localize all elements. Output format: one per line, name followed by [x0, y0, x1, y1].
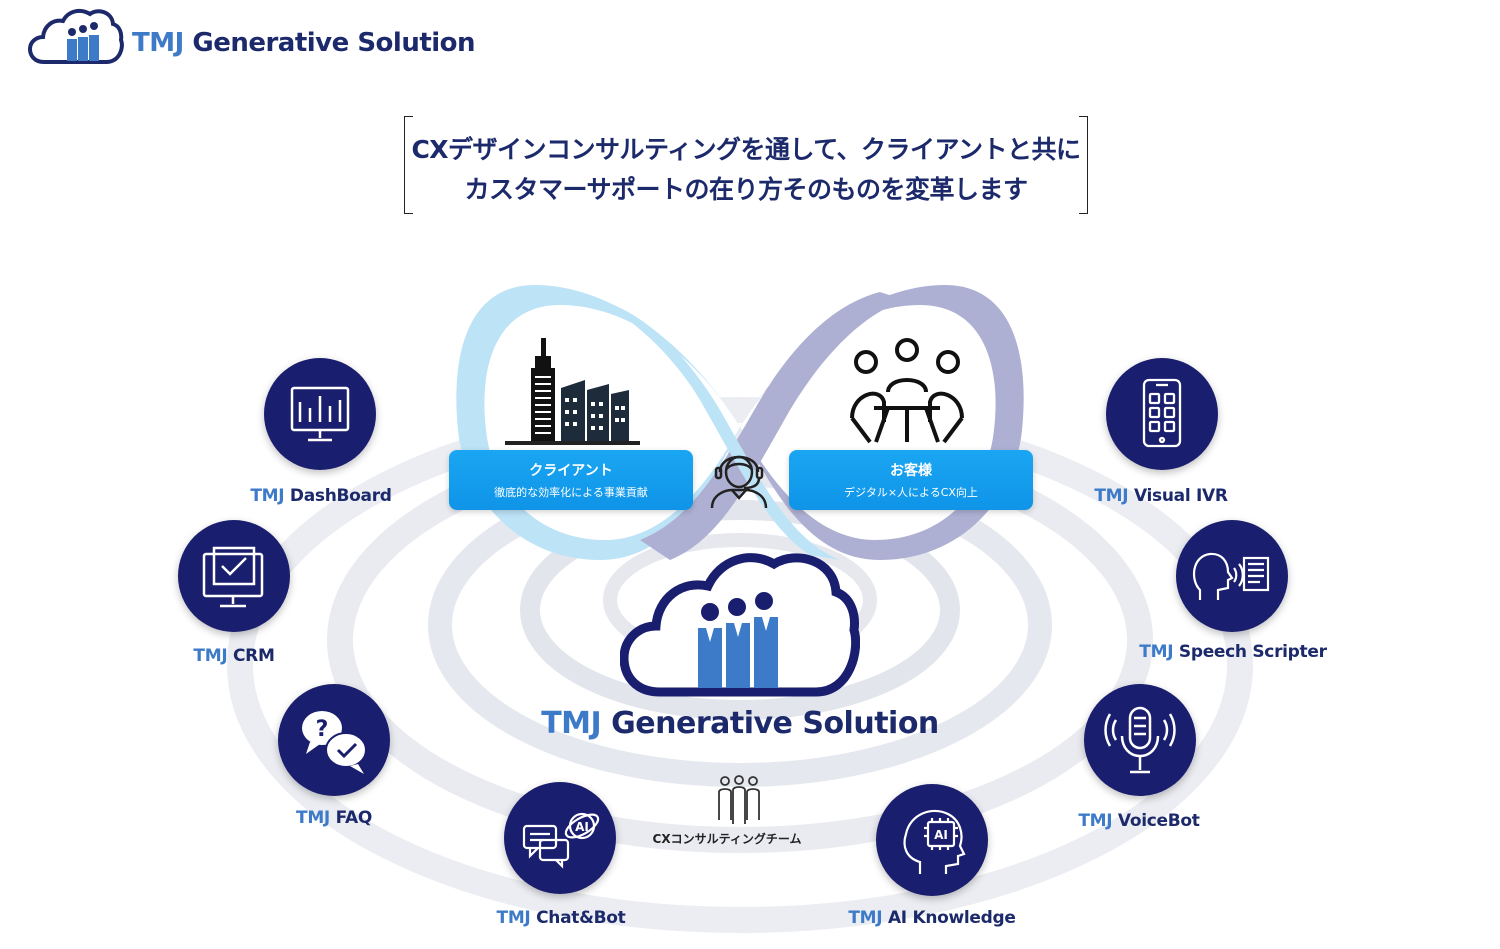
bracket-left [404, 116, 413, 214]
product-voicebot-tmj: TMJ [1078, 811, 1113, 831]
product-dashboard-label: TMJ DashBoard [250, 486, 392, 506]
buildings-icon [505, 338, 640, 445]
headline-line-1: CXデザインコンサルティングを通して、クライアントと共に [411, 135, 1081, 164]
product-faq-name: FAQ [335, 808, 373, 828]
svg-text:AI: AI [575, 820, 589, 834]
svg-text:?: ? [316, 717, 329, 742]
product-visual-ivr[interactable] [1106, 358, 1218, 470]
operator-headset-icon [710, 455, 768, 509]
headline: CXデザインコンサルティングを通して、クライアントと共に カスタマーサポートの在… [404, 116, 1088, 216]
product-dashboard-name: DashBoard [289, 486, 392, 506]
product-visual-ivr-name: Visual IVR [1133, 486, 1228, 506]
crm-monitor-check-icon [202, 546, 264, 608]
product-ai-knowledge[interactable]: AI [876, 784, 988, 896]
chat-ai-icon: AI [522, 812, 600, 869]
center-cloud-logo-icon [620, 553, 860, 697]
product-ai-knowledge-name: AI Knowledge [887, 908, 1016, 928]
product-speech-scripter-label: TMJ Speech Scripter [1139, 642, 1327, 662]
center-brand-rest: Generative Solution [611, 706, 939, 741]
smartphone-grid-icon [1142, 378, 1182, 448]
customer-box: お客様 デジタル×人によるCX向上 [789, 450, 1033, 510]
client-box: クライアント 徹底的な効率化による事業貢献 [449, 450, 693, 510]
client-box-subtitle: 徹底的な効率化による事業貢献 [494, 486, 648, 499]
brand-rest: Generative Solution [192, 28, 476, 58]
brand-tmj: TMJ [132, 28, 184, 58]
client-box-title: クライアント [529, 463, 613, 479]
product-speech-scripter-tmj: TMJ [1139, 642, 1174, 662]
dashboard-monitor-icon [290, 386, 350, 442]
product-dashboard-tmj: TMJ [250, 486, 285, 506]
product-voicebot[interactable] [1084, 684, 1196, 796]
microphone-icon [1104, 706, 1176, 774]
product-faq[interactable]: ? [278, 684, 390, 796]
product-voicebot-name: VoiceBot [1117, 811, 1200, 831]
product-visual-ivr-tmj: TMJ [1094, 486, 1129, 506]
product-crm-tmj: TMJ [193, 646, 228, 666]
product-chatbot-name: Chat&Bot [536, 908, 626, 928]
consulting-team-icon [718, 775, 760, 824]
product-dashboard[interactable] [264, 358, 376, 470]
customer-box-subtitle: デジタル×人によるCX向上 [844, 486, 978, 499]
product-voicebot-label: TMJ VoiceBot [1078, 811, 1200, 831]
bracket-right [1079, 116, 1088, 214]
header-brand-name: TMJ Generative Solution [132, 28, 476, 58]
ai-head-chip-icon: AI [903, 809, 966, 874]
speech-script-icon [1192, 552, 1270, 600]
product-speech-scripter[interactable] [1176, 520, 1288, 632]
product-ai-knowledge-label: TMJ AI Knowledge [848, 908, 1016, 928]
team-label: CXコンサルティングチーム [652, 832, 802, 846]
product-speech-scripter-name: Speech Scripter [1178, 642, 1327, 662]
product-ai-knowledge-tmj: TMJ [848, 908, 883, 928]
product-visual-ivr-label: TMJ Visual IVR [1094, 486, 1228, 506]
product-chatbot-label: TMJ Chat&Bot [497, 908, 626, 928]
center-brand-tmj: TMJ [541, 706, 602, 741]
product-faq-label: TMJ FAQ [296, 808, 372, 828]
product-crm[interactable] [178, 520, 290, 632]
headline-line-2: カスタマーサポートの在り方そのものを変革します [464, 175, 1028, 204]
header-logo[interactable]: TMJ Generative Solution [28, 6, 476, 68]
product-chatbot-tmj: TMJ [496, 908, 531, 928]
meeting-people-icon [850, 338, 964, 444]
cloud-logo-icon [28, 8, 124, 64]
product-chatbot[interactable]: AI [504, 782, 616, 894]
center-brand-name: TMJ Generative Solution [541, 706, 939, 741]
product-crm-label: TMJ CRM [193, 646, 274, 666]
faq-bubbles-icon: ? [302, 711, 367, 774]
customer-box-title: お客様 [890, 463, 932, 479]
product-faq-tmj: TMJ [296, 808, 330, 828]
svg-text:AI: AI [934, 828, 948, 842]
product-crm-name: CRM [232, 646, 275, 666]
